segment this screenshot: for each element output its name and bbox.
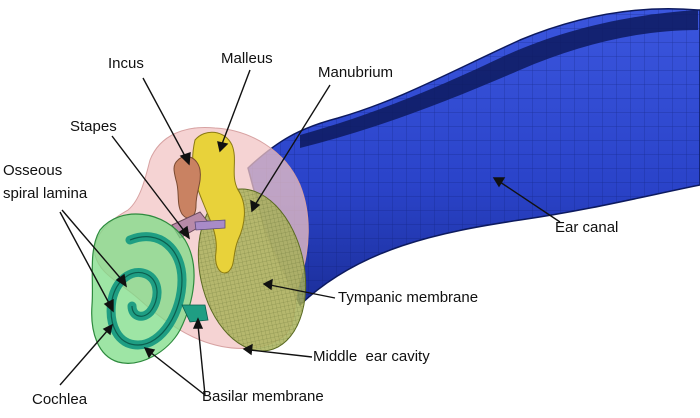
malleus-shape: [192, 131, 245, 274]
stapes-arrowhead: [178, 225, 190, 240]
manubrium-arrowhead: [250, 199, 261, 213]
label-middle-ear-cavity: Middle ear cavity: [313, 348, 430, 365]
osseous-arrowhead-2: [103, 298, 114, 313]
tympanic-leader: [269, 284, 336, 299]
tympanic-arrowhead: [262, 278, 273, 291]
cochlea-shape: [91, 213, 209, 364]
malleus-arrowhead: [217, 141, 229, 153]
basilar-leader-1: [149, 351, 206, 396]
incus-leader: [142, 77, 187, 159]
basilar-arrowhead-1: [143, 347, 156, 359]
label-cochlea: Cochlea: [32, 391, 88, 408]
label-incus: Incus: [108, 55, 144, 72]
incus-arrowhead: [179, 151, 191, 166]
ear-canal-shape: [247, 8, 700, 307]
cochlea-arrowhead: [102, 323, 114, 336]
label-ear-canal: Ear canal: [555, 219, 619, 236]
basilar-arrowhead-2: [192, 317, 204, 329]
malleus-leader: [221, 69, 251, 145]
osseous-arrowhead-1: [115, 273, 127, 288]
label-tympanic-membrane: Tympanic membrane: [338, 289, 479, 306]
leader-lines: [59, 69, 561, 396]
label-malleus: Malleus: [221, 50, 273, 67]
manubrium-leader: [254, 84, 331, 206]
label-basilar-membrane: Basilar membrane: [202, 388, 324, 405]
ear-canal-leader: [499, 181, 561, 223]
label-osseous-line1: Osseous: [3, 162, 63, 179]
basilar-leader-2: [197, 324, 206, 396]
osseous-leader-1: [61, 209, 123, 281]
stapes-leader: [111, 135, 186, 233]
osseous-leader-2: [59, 211, 111, 306]
cochlea-leader: [59, 329, 109, 386]
cavity-arrowhead: [242, 343, 253, 356]
label-stapes: Stapes: [70, 118, 117, 135]
label-manubrium: Manubrium: [318, 64, 394, 81]
label-osseous-line2: spiral lamina: [3, 185, 88, 202]
label-osseous-spiral-lamina: Osseous spiral lamina: [3, 162, 133, 202]
ear-canal-arrowhead: [492, 177, 506, 188]
cavity-leader: [249, 349, 313, 358]
